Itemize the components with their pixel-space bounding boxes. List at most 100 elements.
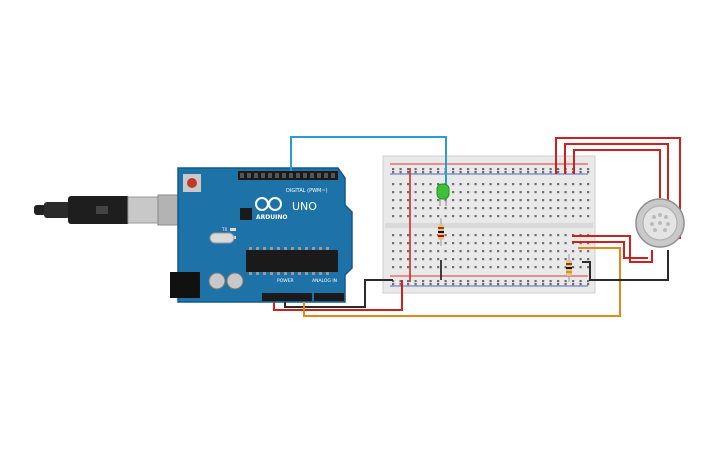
breadboard-hole bbox=[474, 207, 477, 210]
breadboard-hole bbox=[422, 191, 425, 194]
analog-label: ANALOG IN bbox=[312, 278, 337, 284]
breadboard-hole bbox=[587, 250, 590, 253]
breadboard-hole bbox=[557, 250, 560, 253]
breadboard-hole bbox=[414, 234, 417, 237]
breadboard-hole bbox=[422, 215, 425, 218]
breadboard-hole bbox=[392, 266, 395, 269]
breadboard-hole bbox=[429, 168, 432, 171]
breadboard-hole bbox=[504, 183, 507, 186]
breadboard-hole bbox=[407, 191, 410, 194]
breadboard-hole bbox=[564, 250, 567, 253]
breadboard-hole bbox=[407, 242, 410, 245]
breadboard-hole bbox=[497, 215, 500, 218]
breadboard-hole bbox=[452, 283, 455, 286]
breadboard-hole bbox=[407, 215, 410, 218]
breadboard-hole bbox=[407, 199, 410, 202]
breadboard-hole bbox=[429, 191, 432, 194]
breadboard-hole bbox=[467, 168, 470, 171]
gas-sensor bbox=[635, 198, 685, 248]
breadboard-hole bbox=[467, 183, 470, 186]
breadboard-hole bbox=[572, 266, 575, 269]
breadboard-hole bbox=[572, 242, 575, 245]
breadboard-hole bbox=[459, 207, 462, 210]
breadboard-hole bbox=[407, 171, 410, 174]
breadboard-hole bbox=[437, 266, 440, 269]
breadboard-hole bbox=[444, 283, 447, 286]
usb-cable bbox=[34, 194, 201, 226]
breadboard-hole bbox=[429, 283, 432, 286]
breadboard-hole bbox=[489, 171, 492, 174]
breadboard-hole bbox=[519, 215, 522, 218]
breadboard-hole bbox=[549, 215, 552, 218]
resistor-led bbox=[438, 218, 444, 246]
breadboard-hole bbox=[489, 183, 492, 186]
breadboard-hole bbox=[557, 171, 560, 174]
breadboard-hole bbox=[527, 266, 530, 269]
digital-header-label: DIGITAL (PWM~) bbox=[286, 188, 328, 194]
breadboard-hole bbox=[422, 199, 425, 202]
breadboard-hole bbox=[407, 168, 410, 171]
breadboard-hole bbox=[459, 171, 462, 174]
breadboard-hole bbox=[587, 280, 590, 283]
breadboard-hole bbox=[497, 234, 500, 237]
breadboard-hole bbox=[557, 215, 560, 218]
breadboard-hole bbox=[482, 280, 485, 283]
breadboard-hole bbox=[564, 207, 567, 210]
breadboard-hole bbox=[534, 199, 537, 202]
breadboard-hole bbox=[534, 215, 537, 218]
breadboard-hole bbox=[489, 215, 492, 218]
breadboard-hole bbox=[542, 283, 545, 286]
breadboard-hole bbox=[527, 171, 530, 174]
breadboard-hole bbox=[572, 183, 575, 186]
breadboard-hole bbox=[587, 215, 590, 218]
arduino-uno: DIGITAL (PWM~) ARDUINO UNO TX RX bbox=[170, 167, 353, 303]
breadboard-hole bbox=[452, 250, 455, 253]
breadboard-hole bbox=[414, 266, 417, 269]
breadboard-hole bbox=[399, 191, 402, 194]
breadboard-hole bbox=[512, 280, 515, 283]
breadboard-hole bbox=[399, 283, 402, 286]
breadboard-hole bbox=[482, 168, 485, 171]
breadboard-hole bbox=[429, 280, 432, 283]
breadboard-hole bbox=[407, 266, 410, 269]
breadboard-hole bbox=[497, 183, 500, 186]
breadboard-hole bbox=[572, 258, 575, 261]
breadboard-hole bbox=[474, 242, 477, 245]
breadboard-hole bbox=[482, 266, 485, 269]
breadboard-hole bbox=[489, 242, 492, 245]
breadboard-hole bbox=[437, 242, 440, 245]
breadboard-hole bbox=[587, 283, 590, 286]
breadboard-hole bbox=[482, 283, 485, 286]
breadboard-hole bbox=[467, 283, 470, 286]
breadboard-hole bbox=[489, 199, 492, 202]
breadboard-hole bbox=[399, 234, 402, 237]
breadboard-hole bbox=[392, 250, 395, 253]
breadboard-hole bbox=[512, 168, 515, 171]
breadboard-hole bbox=[572, 215, 575, 218]
breadboard-hole bbox=[587, 207, 590, 210]
breadboard-hole bbox=[504, 199, 507, 202]
breadboard-hole bbox=[399, 242, 402, 245]
breadboard-hole bbox=[452, 171, 455, 174]
breadboard-hole bbox=[422, 171, 425, 174]
breadboard-hole bbox=[422, 266, 425, 269]
breadboard-hole bbox=[534, 234, 537, 237]
breadboard-hole bbox=[549, 168, 552, 171]
breadboard-hole bbox=[579, 283, 582, 286]
breadboard-hole bbox=[549, 266, 552, 269]
breadboard-hole bbox=[444, 207, 447, 210]
breadboard-hole bbox=[579, 191, 582, 194]
breadboard-hole bbox=[399, 280, 402, 283]
breadboard-hole bbox=[549, 207, 552, 210]
wire-black-gnd bbox=[284, 279, 393, 308]
breadboard-hole bbox=[437, 183, 440, 186]
breadboard-hole bbox=[564, 191, 567, 194]
breadboard-hole bbox=[489, 168, 492, 171]
breadboard-hole bbox=[527, 234, 530, 237]
breadboard-hole bbox=[534, 207, 537, 210]
breadboard-hole bbox=[512, 242, 515, 245]
breadboard-hole bbox=[549, 242, 552, 245]
breadboard-hole bbox=[467, 171, 470, 174]
breadboard-hole bbox=[474, 234, 477, 237]
breadboard-hole bbox=[437, 168, 440, 171]
